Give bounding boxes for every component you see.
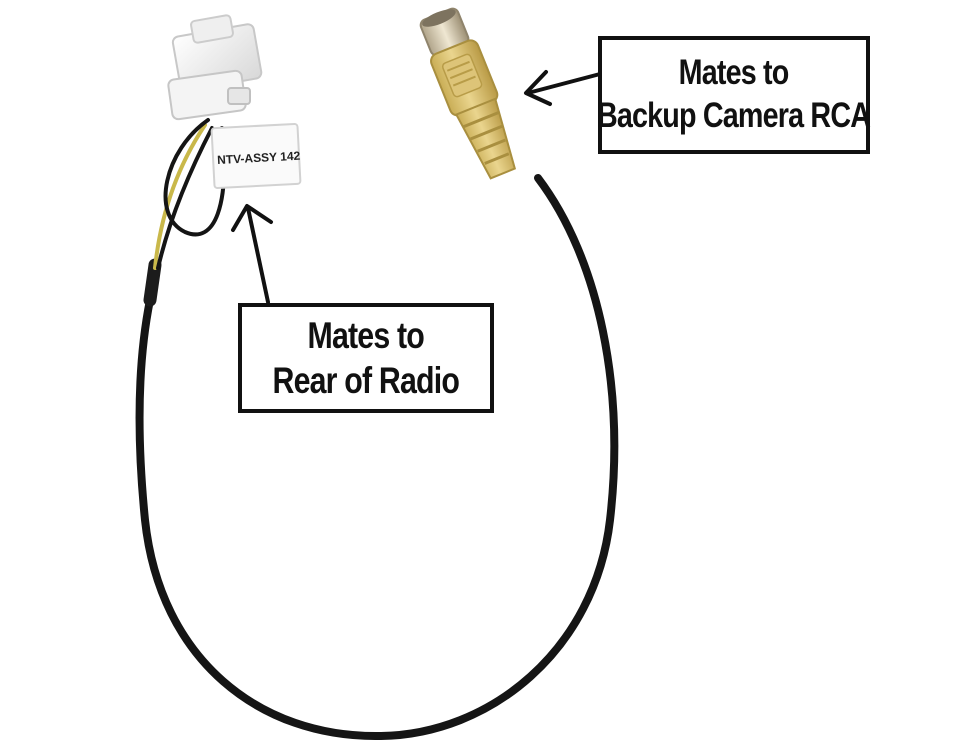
radio-connector bbox=[167, 14, 263, 121]
wire-yellow bbox=[153, 123, 207, 270]
wire-black bbox=[156, 126, 214, 270]
callout-radio-line2: Rear of Radio bbox=[272, 360, 460, 401]
callout-camera-line2: Backup Camera RCA bbox=[597, 96, 871, 135]
callout-radio-line1: Mates to bbox=[307, 314, 425, 356]
heat-shrink bbox=[143, 258, 162, 307]
callout-rear-of-radio-text: Mates to Rear of Radio bbox=[273, 313, 460, 403]
callout-backup-camera-text: Mates to Backup Camera RCA bbox=[597, 52, 871, 137]
main-cable bbox=[135, 174, 619, 741]
arrow-to-radio-plug bbox=[231, 204, 273, 304]
rca-connector bbox=[419, 7, 517, 180]
cable-label-text: NTV-ASSY 142 bbox=[217, 149, 301, 167]
callout-backup-camera: Mates to Backup Camera RCA bbox=[597, 36, 871, 154]
arrow-to-rca bbox=[524, 70, 602, 106]
cable-label-tag: NTV-ASSY 142 bbox=[210, 122, 302, 190]
callout-rear-of-radio: Mates to Rear of Radio bbox=[238, 303, 494, 413]
callout-camera-line1: Mates to bbox=[679, 53, 790, 93]
